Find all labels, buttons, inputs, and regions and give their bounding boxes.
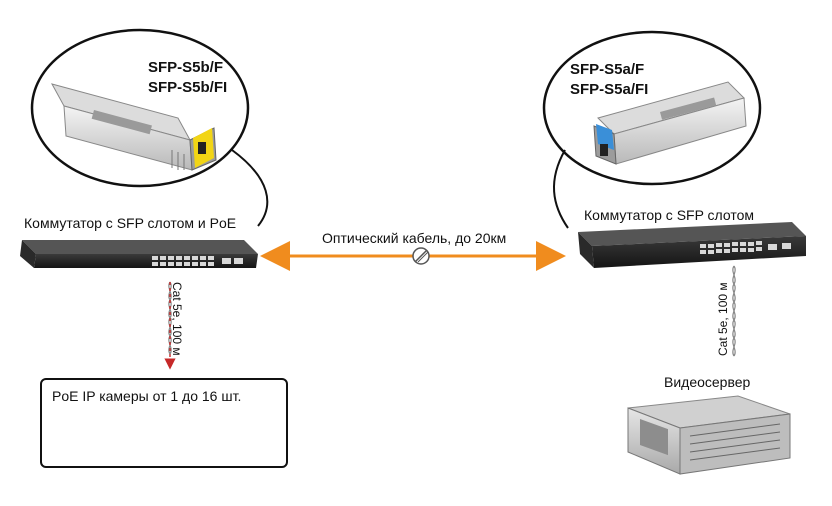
right-sfp-module bbox=[593, 81, 747, 165]
left-sfp-model-2: SFP-S5b/FI bbox=[148, 79, 228, 96]
camera-group-label: PoE IP камеры от 1 до 16 шт. bbox=[52, 388, 242, 404]
left-sfp-module bbox=[51, 83, 217, 171]
left-switch-label: Коммутатор с SFP слотом и PoE bbox=[24, 215, 237, 231]
left-sfp-model-1: SFP-S5b/F bbox=[148, 59, 224, 76]
right-copper-cable bbox=[732, 265, 736, 357]
left-copper-cable bbox=[164, 281, 176, 370]
server-label: Видеосервер bbox=[664, 374, 751, 390]
left-copper-label: Cat 5e, 100 м bbox=[170, 282, 184, 356]
right-sfp-accent bbox=[596, 124, 614, 150]
fiber-label: Оптический кабель, до 20км bbox=[322, 230, 507, 246]
fiber-link bbox=[260, 241, 566, 271]
right-sfp-model-1: SFP-S5a/F bbox=[570, 61, 645, 78]
right-copper-label: Cat 5e, 100 м bbox=[716, 282, 730, 356]
video-server bbox=[627, 395, 791, 475]
right-switch bbox=[578, 222, 806, 268]
left-switch bbox=[20, 240, 258, 268]
right-sfp-model-2: SFP-S5a/FI bbox=[570, 81, 649, 98]
right-switch-label: Коммутатор с SFP слотом bbox=[584, 207, 755, 223]
camera-group-box: PoE IP камеры от 1 до 16 шт. bbox=[40, 378, 288, 468]
